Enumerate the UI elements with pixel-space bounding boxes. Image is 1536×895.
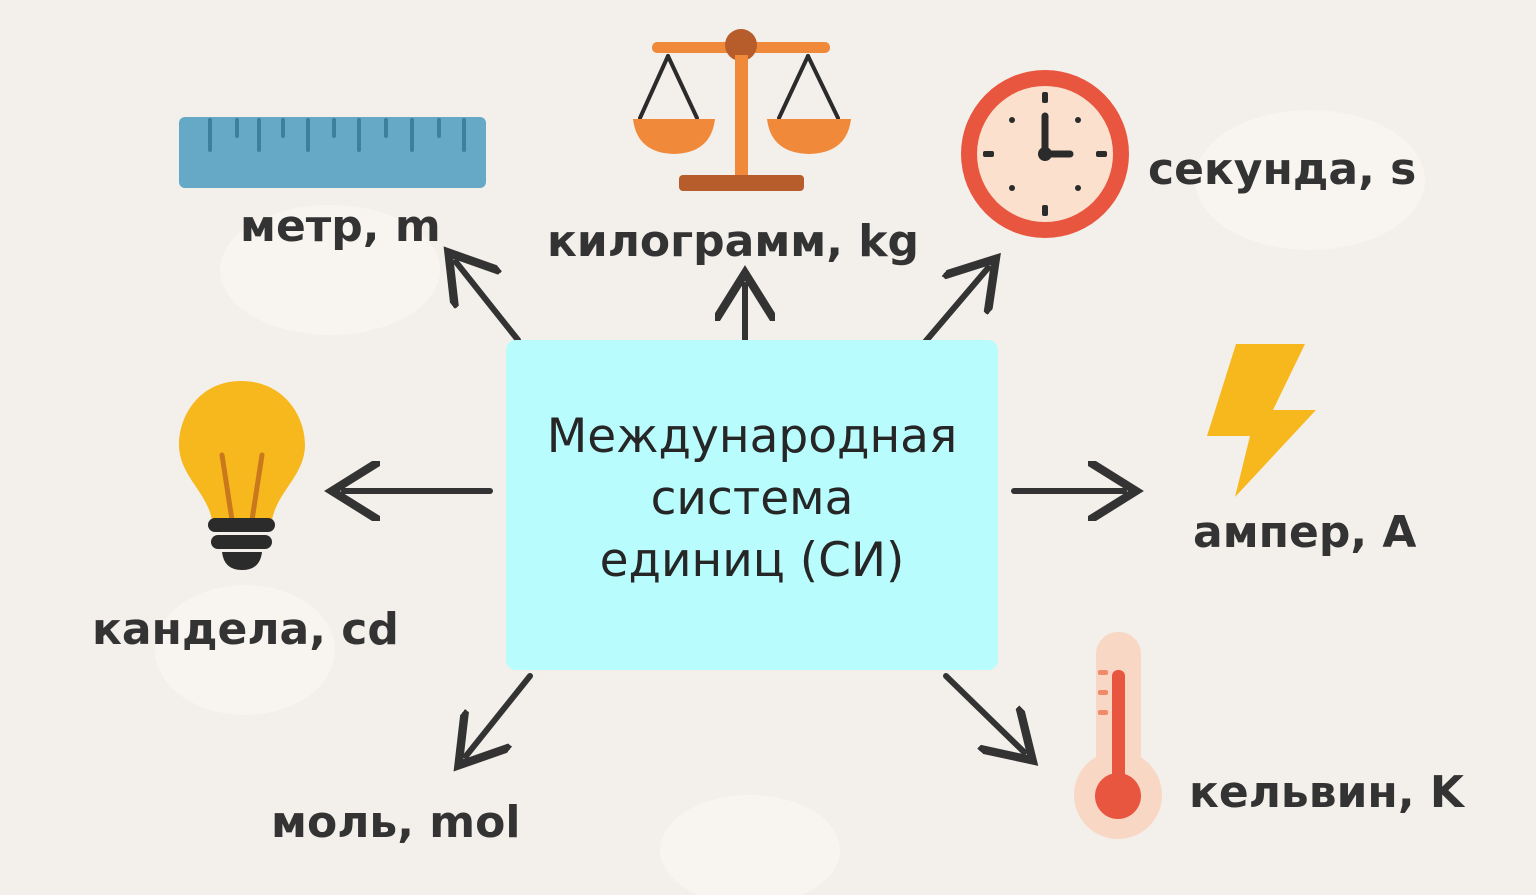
label-mole: моль, mol [271,797,521,848]
label-second: секунда, s [1148,144,1417,195]
center-concept-box: Международная система единиц (СИ) [506,340,998,670]
lightning-icon [1207,344,1316,497]
scale-icon [633,29,851,191]
lightbulb-icon [179,381,305,570]
label-candela: кандела, cd [92,604,399,655]
arrow-to-metre [456,262,521,343]
arrow-to-second [922,268,988,345]
thermometer-icon [1074,632,1162,839]
label-kilogram: килограмм, kg [547,216,920,267]
label-metre: метр, m [240,201,441,252]
arrows [344,262,1124,756]
clock-icon [961,70,1129,238]
center-title: Международная система единиц (СИ) [546,409,958,588]
label-ampere: ампер, A [1193,507,1417,558]
background-blobs [155,110,1425,895]
ruler-icon [179,117,486,188]
label-kelvin: кельвин, K [1189,767,1464,818]
arrow-to-kelvin [943,673,1024,752]
arrow-to-mole [466,673,533,756]
